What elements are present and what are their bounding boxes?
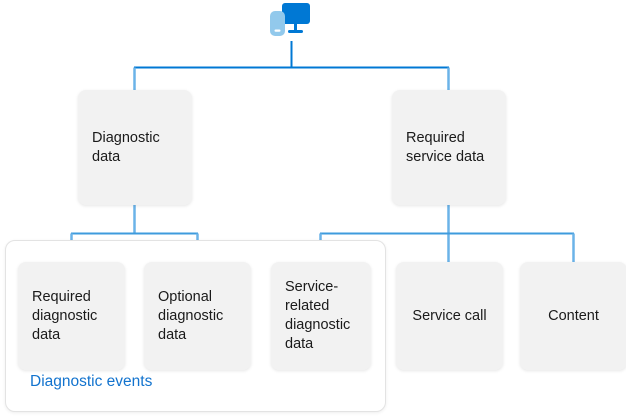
node-label: Required service data [406,129,485,165]
node-label: Content [548,307,599,324]
node-optional-diagnostic-data[interactable]: Optional diagnostic data [144,262,251,370]
node-service-call[interactable]: Service call [396,262,503,370]
node-label: Optional diagnostic data [158,288,224,343]
node-required-diagnostic-data[interactable]: Required diagnostic data [18,262,125,370]
node-label: Required diagnostic data [32,288,98,343]
device-monitor-phone-icon [270,3,310,36]
node-required-service-data[interactable]: Required service data [392,90,506,205]
diagnostic-events-group-label: Diagnostic events [30,373,153,390]
node-label: Service- related diagnostic data [285,279,351,352]
node-diagnostic-data[interactable]: Diagnostic data [78,90,192,205]
node-service-related-diagnostic-data[interactable]: Service- related diagnostic data [271,262,371,370]
node-label: Service call [412,307,487,324]
node-content[interactable]: Content [520,262,626,370]
node-label: Diagnostic data [92,129,160,165]
